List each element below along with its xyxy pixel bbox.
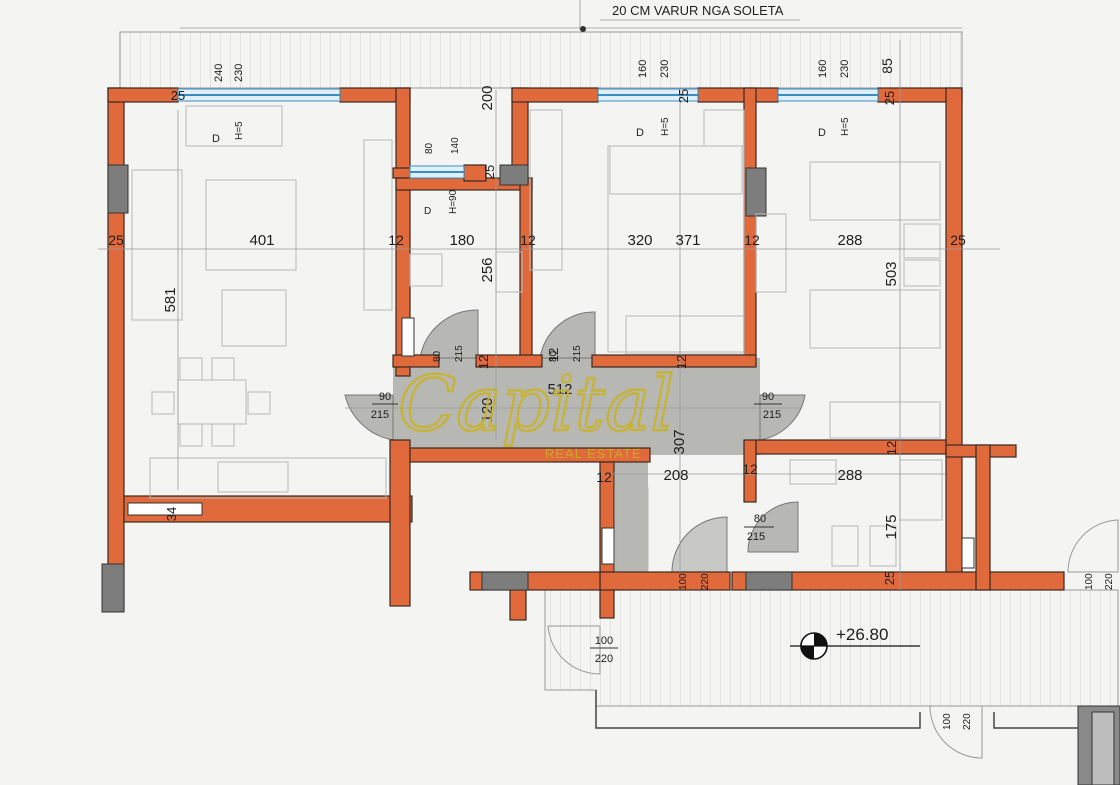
dim-bed1-depth: 371 xyxy=(675,232,700,249)
top-balcony xyxy=(119,0,963,89)
elevation-label: +26.80 xyxy=(836,625,888,644)
dim-wall-12: 12 xyxy=(674,355,689,369)
dim-wall-12: 12 xyxy=(742,461,758,477)
windows-glazing xyxy=(177,88,879,179)
door-width-label: 80 xyxy=(548,350,559,362)
dim-balcony-depth: 200 xyxy=(479,85,496,110)
door-height-label: 215 xyxy=(747,531,765,543)
window-width-label: 240 xyxy=(213,64,225,82)
dim-wall-12: 12 xyxy=(546,348,561,362)
watermark-logo: Capital REAL ESTATE xyxy=(397,358,676,461)
dim-wall-12: 12 xyxy=(388,232,404,248)
door-width-label: 90 xyxy=(762,391,774,403)
dim-corridor-depth: 307 xyxy=(671,429,688,454)
window-sill-label: H=5 xyxy=(660,117,671,136)
drawing-note: 20 CM VARUR NGA SOLETA xyxy=(612,3,784,18)
door-width-label: 100 xyxy=(942,713,953,730)
window-tag-label: D xyxy=(424,206,431,217)
dim-corridor-width: 208 xyxy=(663,467,688,484)
dim-wall-85: 85 xyxy=(879,58,895,74)
door-width-label: 100 xyxy=(678,573,689,590)
door-height-label: 220 xyxy=(700,573,711,590)
window-tag-label: D xyxy=(818,127,826,139)
window-width-label: 80 xyxy=(424,142,435,154)
door-height-label: 215 xyxy=(572,345,583,362)
dim-bed1-width: 320 xyxy=(627,232,652,249)
dim-bath1-depth: 256 xyxy=(479,257,496,282)
door-height-label: 220 xyxy=(962,713,973,730)
dim-wall-25: 25 xyxy=(482,165,497,179)
window-sill-label: H=5 xyxy=(840,117,851,136)
dim-wall-25: 25 xyxy=(950,232,966,248)
dim-living-width: 401 xyxy=(249,232,274,249)
window-labels: 240 230 H=5 D 80 140 H=90 D 160 230 H=5 … xyxy=(212,60,851,217)
dim-bed2-depth: 503 xyxy=(883,261,900,286)
dim-wall-25: 25 xyxy=(676,89,691,103)
window-width-label: 160 xyxy=(637,60,649,78)
watermark-brand: Capital xyxy=(398,359,675,448)
window-height-label: 140 xyxy=(450,137,461,154)
bottom-terrace xyxy=(544,589,1120,785)
window-height-label: 230 xyxy=(233,64,245,82)
columns xyxy=(101,164,793,613)
door-labels: 90 215 80 215 80 215 90 215 80 215 100 2… xyxy=(371,345,1115,730)
window-tag-label: D xyxy=(636,127,644,139)
watermark-tagline: REAL ESTATE xyxy=(545,446,642,461)
window-tag-label: D xyxy=(212,133,220,145)
dimension-lines xyxy=(98,40,1000,590)
dim-wall-12: 12 xyxy=(744,232,760,248)
hallway-floor xyxy=(344,309,1119,759)
door-width-label: 80 xyxy=(754,513,766,525)
dim-wall-25: 25 xyxy=(108,232,124,248)
dim-wall-12: 12 xyxy=(884,441,899,455)
window-width-label: 160 xyxy=(817,60,829,78)
door-width-label: 80 xyxy=(432,350,443,362)
walls xyxy=(107,87,1065,621)
door-height-label: 215 xyxy=(371,409,389,421)
dim-hall-depth: 120 xyxy=(479,397,496,422)
dim-wall-34: 34 xyxy=(164,507,179,521)
window-height-label: 230 xyxy=(659,60,671,78)
dim-wall-25: 25 xyxy=(882,571,897,585)
door-width-label: 100 xyxy=(595,635,613,647)
elevation-marker: +26.80 xyxy=(790,625,920,660)
dim-wall-12: 12 xyxy=(520,232,536,248)
dim-living-depth: 581 xyxy=(162,287,179,312)
door-width-label: 90 xyxy=(379,391,391,403)
door-height-label: 215 xyxy=(763,409,781,421)
dim-bed2-width: 288 xyxy=(837,232,862,249)
dim-wall-12: 12 xyxy=(476,355,491,369)
dim-bath2-depth: 175 xyxy=(883,514,900,539)
dim-bath1-width: 180 xyxy=(449,232,474,249)
dim-hall-width: 512 xyxy=(547,381,572,398)
dim-wall-25: 25 xyxy=(171,88,185,103)
window-height-label: 230 xyxy=(839,60,851,78)
dim-wall-25: 25 xyxy=(882,91,897,105)
window-sill-label: H=5 xyxy=(234,121,245,140)
dim-wall-12: 12 xyxy=(596,469,612,485)
door-height-label: 220 xyxy=(595,653,613,665)
door-height-label: 215 xyxy=(454,345,465,362)
dim-bath2-width: 288 xyxy=(837,467,862,484)
dimension-labels: 401 581 180 256 320 371 288 503 512 120 … xyxy=(108,58,966,585)
window-sill-label: H=90 xyxy=(448,189,459,214)
door-width-label: 100 xyxy=(1084,573,1095,590)
door-height-label: 220 xyxy=(1104,573,1115,590)
